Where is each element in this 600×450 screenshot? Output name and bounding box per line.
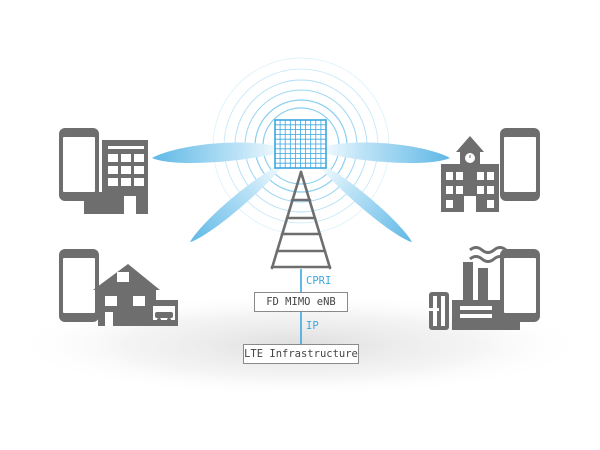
beam-mid-right — [314, 160, 413, 243]
school-building-icon — [441, 136, 499, 212]
phone-icon — [500, 249, 540, 322]
factory-icon — [429, 246, 520, 330]
ip-label: IP — [306, 320, 319, 332]
house-with-car-icon — [93, 264, 178, 326]
beam-top-left — [152, 142, 290, 164]
phone-icon — [500, 128, 540, 201]
cpri-label: CPRI — [306, 275, 332, 287]
lte-infrastructure-box: LTE Infrastructure — [243, 344, 359, 364]
beam-top-right — [312, 142, 450, 164]
phone-icon — [59, 128, 99, 201]
phone-icon — [59, 249, 99, 322]
office-building-icon — [84, 140, 148, 214]
fd-mimo-enb-box: FD MIMO eNB — [254, 292, 348, 312]
beam-mid-left — [189, 160, 288, 243]
cell-tower-icon — [270, 170, 332, 270]
antenna-array-icon — [274, 119, 327, 169]
